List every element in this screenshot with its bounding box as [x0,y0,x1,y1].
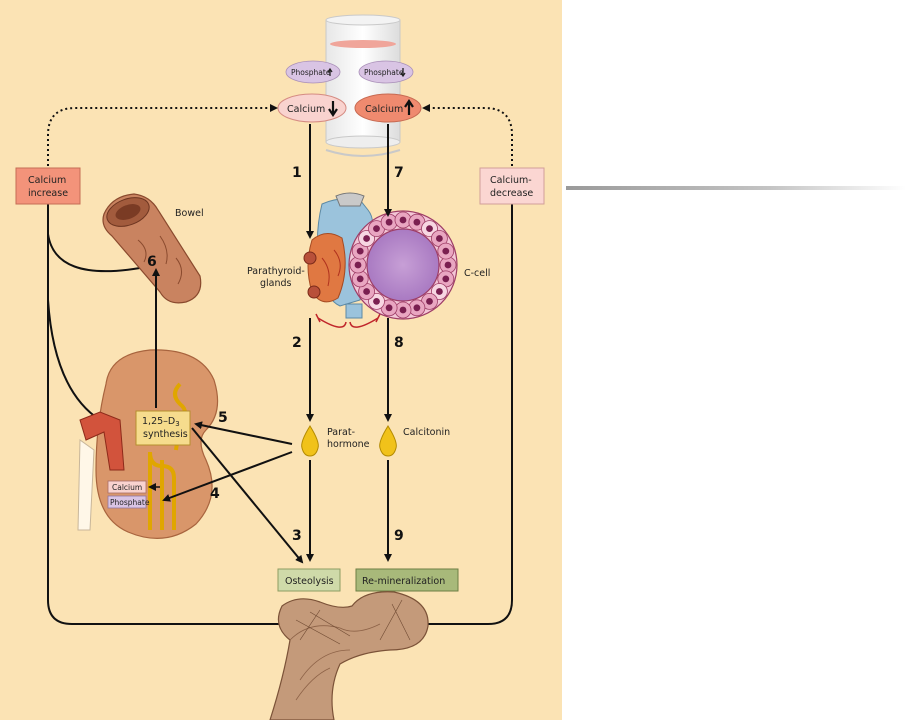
follicle-cell-nucleus [373,225,380,233]
follicle-cell-nucleus [436,235,443,242]
step-7: 7 [394,165,404,181]
kidney-calcium-label: Calcium [112,483,142,492]
pathway-arrows [152,124,392,564]
follicle-cell-nucleus [373,298,380,305]
follicle-cell-nucleus [399,306,407,314]
follicle-cell-nucleus [363,235,370,242]
follicle-cell-nucleus [413,218,421,226]
calcium-high-bubble: Calcium [354,93,422,123]
remineralization-label: Re-mineralization [362,576,445,587]
step-4: 4 [210,486,220,502]
calcium-high-label: Calcium [365,104,403,115]
kidney-calcium-tag: Calcium [107,480,147,494]
calcium-regulation-diagram: Phosphate Phosphate Calcium Calcium Calc… [0,0,562,720]
follicle-cell-nucleus [399,216,407,224]
follicle-cell-nucleus [356,247,364,255]
parathormone-line1: Parat- [327,427,355,438]
follicle-cell-nucleus [413,304,421,312]
follicle-cell-nucleus [442,247,450,255]
calcium-decrease-box: Calcium- decrease [479,167,545,205]
calcium-increase-line2: increase [28,188,68,199]
calcium-increase-box: Calcium increase [15,167,81,205]
calcium-low-label: Calcium [287,104,325,115]
calcium-low-bubble: Calcium [277,93,347,123]
calcium-decrease-line1: Calcium- [490,175,532,186]
follicle-cell-nucleus [426,225,433,233]
step-1: 1 [292,165,302,181]
osteolysis-label: Osteolysis [285,576,334,587]
step-5: 5 [218,410,228,426]
follicle-cell-nucleus [385,218,393,226]
c-cell-label: C-cell [464,268,490,279]
parathormone-drop [301,425,319,457]
remineralization-box: Re-mineralization [355,568,459,592]
step-2: 2 [292,335,302,351]
phosphate-up-label: Phosphate [291,68,331,77]
calcium-decrease-line2: decrease [490,188,533,199]
parathyroid-line2: glands [260,278,292,289]
step-8: 8 [394,335,404,351]
step-numbers: 1 2 3 4 5 6 7 8 9 [147,165,404,544]
follicle-cell-nucleus [385,304,393,312]
calcitonin-label: Calcitonin [403,427,450,438]
synthesis-subscript: 3 [175,420,179,428]
step-6: 6 [147,254,157,270]
kidney-phosphate-label: Phosphate [110,498,150,507]
synthesis-line1: 1,25–D [142,416,175,427]
parathyroid-line1: Parathyroid- [247,266,305,277]
follicle-cell-nucleus [442,275,450,283]
bone-illustration [269,591,429,720]
c-cell-follicle [348,210,458,320]
calcium-increase-line1: Calcium [28,175,66,186]
step-3: 3 [292,528,302,544]
follicle-cell-nucleus [436,288,443,295]
kidney-phosphate-tag: Phosphate [107,495,150,509]
synthesis-box: 1,25–D3 synthesis [135,410,191,446]
svg-text:1,25–D3: 1,25–D3 [142,416,180,428]
follicle-cell-nucleus [363,288,370,295]
outer-loop [47,204,513,625]
parathormone-line2: hormone [327,439,370,450]
phosphate-down-bubble: Phosphate [358,60,414,84]
follicle-cell-nucleus [444,261,452,269]
follicle-cell-nucleus [426,298,433,305]
bowel-illustration [102,193,202,304]
synthesis-line2: synthesis [143,429,188,440]
diagram-canvas: Phosphate Phosphate Calcium Calcium Calc… [15,14,545,720]
phosphate-down-label: Phosphate [364,68,404,77]
feedback-loop [47,104,513,166]
bowel-label: Bowel [175,208,204,219]
follicle-cell-nucleus [356,275,364,283]
phosphate-up-bubble: Phosphate [285,60,341,84]
divider-line [566,186,906,190]
calcitonin-drop [379,425,397,457]
follicle-cell-nucleus [354,261,362,269]
step-9: 9 [394,528,404,544]
osteolysis-box: Osteolysis [277,568,341,592]
